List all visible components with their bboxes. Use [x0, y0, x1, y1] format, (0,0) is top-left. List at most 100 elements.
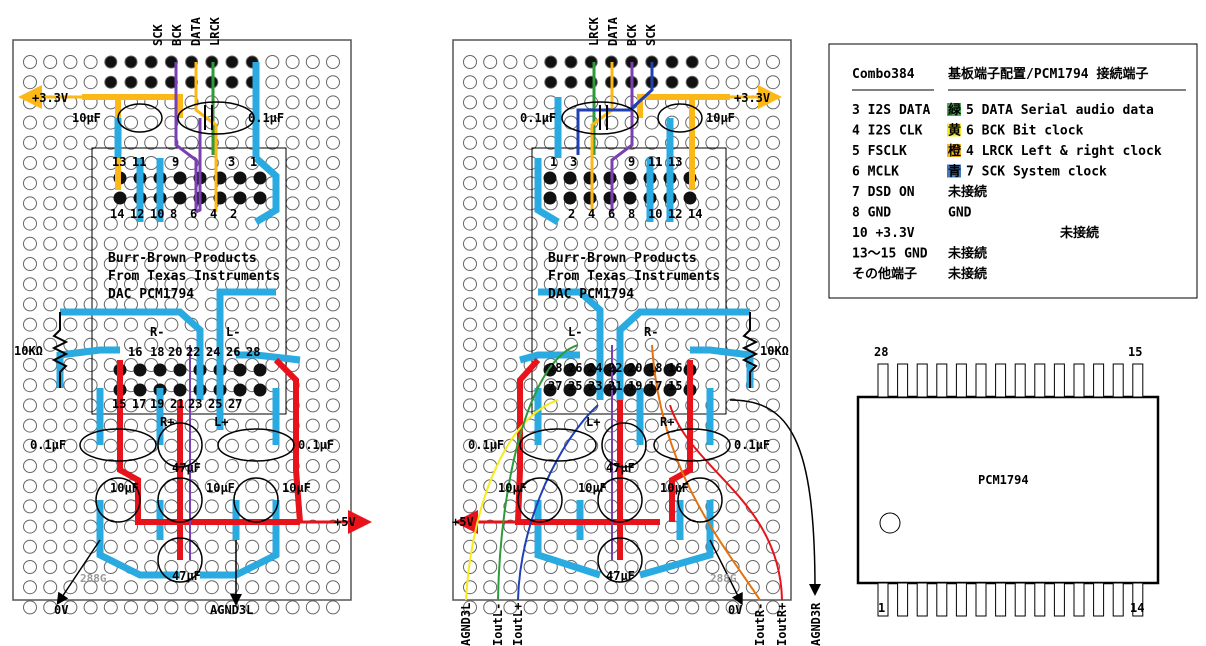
- board-hole: [43, 438, 58, 453]
- board-hole: [624, 277, 639, 292]
- board-hole: [503, 95, 518, 110]
- chip-pin1-marker: [879, 512, 901, 534]
- board-hole: [103, 216, 118, 231]
- board-hole: [564, 257, 578, 271]
- left-cap-10uf-b: [157, 477, 203, 523]
- board-hole: [604, 115, 619, 130]
- board-hole: [766, 479, 780, 494]
- board-hole: [63, 499, 78, 514]
- board-hole: [644, 580, 659, 595]
- right-cap-01uf-top: [561, 101, 639, 135]
- table-cell-color: 青: [948, 164, 961, 180]
- board-hole: [164, 156, 179, 170]
- board-hole: [523, 55, 538, 69]
- board-hole: [624, 418, 639, 433]
- board-hole: [124, 539, 138, 554]
- board-hole: [23, 156, 37, 170]
- board-hole: [523, 317, 538, 332]
- board-hole: [23, 459, 37, 473]
- right-label-data: DATA: [606, 16, 620, 46]
- board-hole: [124, 277, 138, 292]
- board-hole: [463, 358, 477, 372]
- board-hole: [43, 135, 58, 150]
- board-hole: [624, 560, 639, 574]
- left-cap-10uf-a: [95, 477, 141, 523]
- board-hole: [503, 580, 518, 595]
- board-hole: [483, 398, 498, 413]
- board-hole: [184, 135, 199, 150]
- board-hole: [43, 297, 58, 312]
- board-hole: [503, 539, 518, 554]
- board-hole: [543, 257, 558, 271]
- board-hole: [766, 196, 780, 211]
- board-hole: [483, 600, 498, 615]
- chip-pad: [173, 191, 187, 205]
- board-hole: [564, 55, 578, 69]
- chip-pin-bottom: [1132, 582, 1144, 617]
- left-label-agnd: AGND3L: [210, 603, 253, 617]
- board-hole: [624, 297, 639, 312]
- board-hole: [305, 115, 320, 130]
- table-frame: [828, 43, 1198, 299]
- board-hole: [204, 257, 219, 271]
- board-hole: [644, 115, 659, 130]
- board-hole: [305, 459, 320, 473]
- board-hole: [285, 580, 300, 595]
- chip-pad: [153, 363, 167, 377]
- board-hole: [326, 297, 340, 312]
- board-hole: [285, 600, 300, 615]
- left-label-01uf-right: 0.1μF: [298, 438, 334, 452]
- board-hole: [745, 459, 760, 473]
- pin-number-label: 13: [668, 155, 682, 169]
- board-hole: [564, 236, 578, 251]
- table-cell-combo: 3 I2S DATA: [852, 103, 930, 118]
- board-hole: [463, 398, 477, 413]
- board-hole: [326, 378, 340, 393]
- chip-pin-15-label: 15: [1128, 345, 1142, 359]
- board-hole: [63, 519, 78, 534]
- board-hole: [83, 115, 98, 130]
- board-hole: [245, 539, 260, 554]
- board-hole: [245, 479, 260, 494]
- right-text-line-1: Burr-Brown Products: [548, 251, 697, 266]
- chip-pin-top: [897, 363, 909, 398]
- board-hole: [725, 196, 740, 211]
- chip-pad: [133, 383, 147, 397]
- right-label-01uf-right: 0.1μF: [734, 438, 770, 452]
- board-hole: [305, 438, 320, 453]
- pin-number-label: 6: [608, 207, 615, 221]
- chip-pad: [583, 171, 597, 185]
- board-hole: [63, 216, 78, 231]
- board-hole: [705, 560, 720, 574]
- chip-pad: [583, 191, 597, 205]
- chip-pad: [563, 363, 577, 377]
- board-hole: [43, 519, 58, 534]
- board-hole: [144, 55, 158, 69]
- pin-number-label: 26: [568, 361, 582, 375]
- chip-pin-top: [1034, 363, 1046, 398]
- right-silk: 288G: [710, 572, 737, 585]
- pin-number-label: 11: [132, 155, 146, 169]
- board-hole: [265, 600, 280, 615]
- board-hole: [164, 216, 179, 231]
- left-components: [51, 101, 295, 583]
- right-cap-10uf-b: [597, 477, 643, 523]
- board-hole: [745, 115, 760, 130]
- board-hole: [63, 257, 78, 271]
- chip-pad: [233, 171, 247, 185]
- board-hole: [665, 580, 679, 595]
- board-hole: [103, 539, 118, 554]
- right-cap-01uf-right: [653, 428, 731, 462]
- board-hole: [305, 499, 320, 514]
- board-hole: [725, 236, 740, 251]
- board-hole: [564, 156, 578, 170]
- board-hole: [564, 459, 578, 473]
- board-hole: [23, 297, 37, 312]
- board-hole: [305, 317, 320, 332]
- board-hole: [725, 519, 740, 534]
